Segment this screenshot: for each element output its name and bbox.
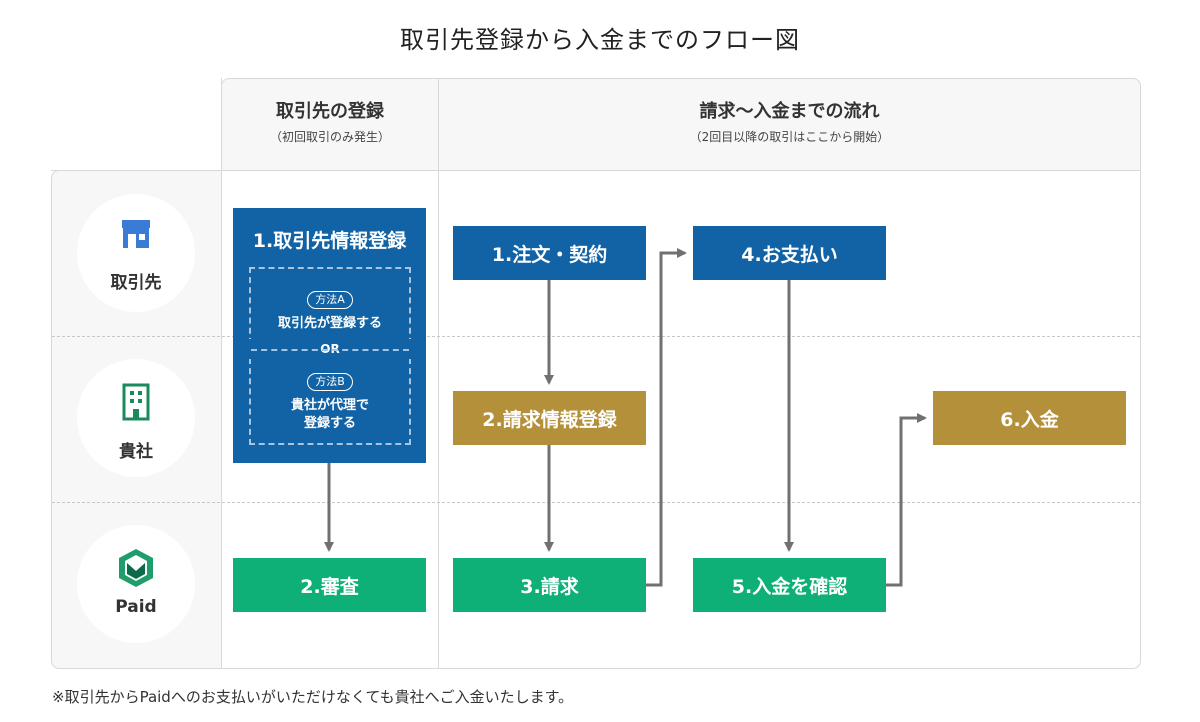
step-invoice: 3.請求 bbox=[453, 558, 646, 612]
method-b: 方法B 貴社が代理で 登録する bbox=[249, 370, 411, 433]
lane-divider-1 bbox=[52, 336, 1140, 337]
lane-divider-2 bbox=[52, 502, 1140, 503]
column-divider-middle bbox=[438, 78, 439, 669]
step-deposit: 6.入金 bbox=[933, 391, 1126, 445]
step-confirm: 5.入金を確認 bbox=[693, 558, 886, 612]
store-icon bbox=[122, 220, 150, 248]
step-invoice-registration: 2.請求情報登録 bbox=[453, 391, 646, 445]
arrow-invoice-to-payment bbox=[646, 248, 687, 587]
paid-logo-icon bbox=[119, 549, 153, 587]
method-b-text-line2: 登録する bbox=[303, 416, 356, 431]
lane-paid-label: Paid bbox=[115, 597, 157, 617]
building-icon bbox=[122, 383, 150, 421]
method-b-text-line1: 貴社が代理で bbox=[290, 398, 369, 413]
step-payment: 4.お支払い bbox=[693, 226, 886, 280]
page-title: 取引先登録から入金までのフロー図 bbox=[400, 26, 800, 54]
column-divider-left bbox=[221, 78, 222, 669]
lane-company: 貴社 bbox=[77, 359, 195, 477]
method-a: 方法A 取引先が登録する bbox=[249, 288, 411, 333]
lane-company-label: 貴社 bbox=[119, 442, 153, 462]
method-a-text: 取引先が登録する bbox=[277, 316, 382, 331]
header-divider bbox=[51, 170, 1141, 171]
method-b-badge: 方法B bbox=[307, 373, 353, 391]
flow-header: 請求〜入金までの流れ （2回目以降の取引はここから開始） bbox=[439, 100, 1140, 146]
registration-header: 取引先の登録 （初回取引のみ発生） bbox=[222, 100, 438, 146]
step-order: 1.注文・契約 bbox=[453, 226, 646, 280]
arrow-confirm-to-deposit bbox=[886, 413, 927, 587]
registration-step-title: 1.取引先情報登録 bbox=[252, 230, 407, 252]
lane-paid: Paid bbox=[77, 525, 195, 643]
method-or-dash bbox=[251, 349, 409, 351]
registration-header-subtitle: （初回取引のみ発生） bbox=[269, 130, 390, 144]
header-frame bbox=[221, 78, 1141, 171]
lane-partner-label: 取引先 bbox=[110, 273, 162, 293]
flow-header-subtitle: （2回目以降の取引はここから開始） bbox=[689, 130, 890, 144]
registration-header-title: 取引先の登録 bbox=[276, 101, 384, 122]
step-review: 2.審査 bbox=[233, 558, 426, 612]
method-a-badge: 方法A bbox=[307, 291, 353, 309]
flow-header-title: 請求〜入金までの流れ bbox=[699, 101, 880, 122]
lane-partner: 取引先 bbox=[77, 194, 195, 312]
footnote: ※取引先からPaidへのお支払いがいただけなくても貴社へご入金いたします。 bbox=[52, 688, 574, 706]
